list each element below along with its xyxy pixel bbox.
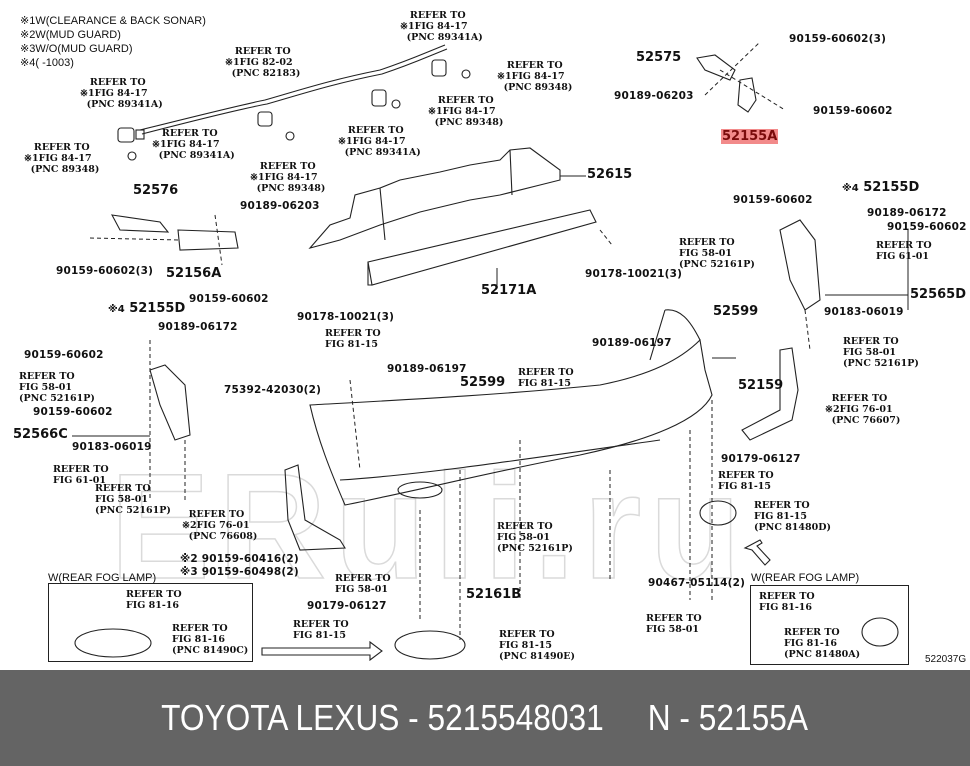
part-90159-60498-2[interactable]: ※3 90159-60498(2): [180, 566, 299, 578]
left-fog-lamp-box: [48, 583, 253, 662]
part-90159-60602-l2[interactable]: 90159-60602: [33, 406, 113, 418]
ref-fig-81-15-center2[interactable]: REFER TO FIG 81-15: [518, 367, 574, 389]
ref-fig-58-01-left[interactable]: REFER TO FIG 58-01 (PNC 52161P): [19, 371, 95, 404]
part-90189-06203-top[interactable]: 90189-06203: [614, 90, 694, 102]
left-box-title: W(REAR FOG LAMP): [48, 572, 157, 584]
ref-fig-58-01-bottom[interactable]: REFER TO FIG 58-01: [335, 573, 391, 595]
legend-note-3: ※3W/O(MUD GUARD): [20, 43, 133, 55]
ref-fig-61-01-left[interactable]: REFER TO FIG 61-01: [53, 464, 109, 486]
part-52575[interactable]: 52575: [636, 50, 682, 65]
part-52566c[interactable]: 52566C: [13, 427, 68, 442]
ref-fig-81-15-center[interactable]: REFER TO FIG 81-15: [325, 328, 381, 350]
part-90179-06127-right[interactable]: 90179-06127: [721, 453, 801, 465]
ref-fig-81-15-right[interactable]: REFER TO FIG 81-15: [718, 470, 774, 492]
part-90159-60602-top[interactable]: 90159-60602: [813, 105, 893, 117]
legend-note-1: ※1W(CLEARANCE & BACK SONAR): [20, 15, 206, 27]
part-52599-right[interactable]: 52599: [713, 304, 759, 319]
ref-fig-84-17-89341a-left[interactable]: REFER TO ※1FIG 84-17 (PNC 89341A): [80, 77, 163, 110]
ref-fig-84-17-89341a-center[interactable]: REFER TO ※1FIG 84-17 (PNC 89341A): [152, 128, 235, 161]
ref-fig-76-01-left[interactable]: REFER TO ※2FIG 76-01 (PNC 76608): [182, 509, 258, 542]
ref-fig-58-01-right2[interactable]: REFER TO FIG 58-01 (PNC 52161P): [843, 336, 919, 369]
part-90183-06019-l[interactable]: 90183-06019: [72, 441, 152, 453]
part-90159-60602-r1[interactable]: 90159-60602: [733, 194, 813, 206]
parts-diagram: ERuli.ru: [13, 10, 967, 665]
part-90159-60602-left[interactable]: 90159-60602: [189, 293, 269, 305]
part-90159-60602-3-left[interactable]: 90159-60602(3): [56, 265, 154, 277]
ref-fig-81-15-lamp-81480d[interactable]: REFER TO FIG 81-15 (PNC 81480D): [754, 500, 831, 533]
footer-banner: TOYOTA LEXUS - 5215548031 N - 52155A: [0, 670, 970, 766]
ref-fig-81-16-right1[interactable]: REFER TO FIG 81-16: [759, 591, 815, 613]
ref-fig-58-01-left2[interactable]: REFER TO FIG 58-01 (PNC 52161P): [95, 483, 171, 516]
part-52565d[interactable]: 52565D: [910, 287, 967, 302]
part-90189-06172-l[interactable]: 90189-06172: [158, 321, 238, 333]
legend-note-4: ※4( -1003): [20, 57, 74, 69]
ref-fig-58-01-right[interactable]: REFER TO FIG 58-01 (PNC 52161P): [679, 237, 755, 270]
part-52576[interactable]: 52576: [133, 183, 179, 198]
diagram-artwork: [72, 41, 909, 662]
ref-fig-81-16-right2-81480a[interactable]: REFER TO FIG 81-16 (PNC 81480A): [784, 627, 861, 660]
ref-fig-84-17-89348-mid[interactable]: REFER TO ※1FIG 84-17 (PNC 89348): [428, 95, 504, 128]
ref-fig-84-17-89348-left[interactable]: REFER TO ※1FIG 84-17 (PNC 89348): [24, 142, 100, 175]
part-52599-center[interactable]: 52599: [460, 375, 506, 390]
ref-fig-81-16-left1[interactable]: REFER TO FIG 81-16: [126, 589, 182, 611]
ref-fig-76-01-right[interactable]: REFER TO ※2FIG 76-01 (PNC 76607): [825, 393, 901, 426]
part-90178-10021-3-right[interactable]: 90178-10021(3): [585, 268, 683, 280]
illustration-code: 522037G: [925, 654, 967, 665]
part-52155d-left[interactable]: ※4 52155D: [108, 301, 186, 316]
ref-fig-84-17-89348-top[interactable]: REFER TO ※1FIG 84-17 (PNC 89348): [497, 60, 573, 93]
right-fog-lamp-box: [750, 585, 909, 665]
right-box-title: W(REAR FOG LAMP): [751, 572, 860, 584]
part-90159-60602-l1[interactable]: 90159-60602: [24, 349, 104, 361]
part-52171a[interactable]: 52171A: [481, 283, 537, 298]
part-52155a-highlighted[interactable]: 52155A: [721, 129, 779, 144]
ref-fig-82-02[interactable]: REFER TO ※1FIG 82-02 (PNC 82183): [225, 46, 301, 79]
part-90189-06197-right[interactable]: 90189-06197: [592, 337, 672, 349]
watermark: ERuli.ru: [109, 441, 750, 611]
part-90178-10021-3-center[interactable]: 90178-10021(3): [297, 311, 395, 323]
part-52155d-right[interactable]: ※4 52155D: [842, 180, 920, 195]
ref-fig-81-16-left2-81490c[interactable]: REFER TO FIG 81-16 (PNC 81490C): [172, 623, 249, 656]
part-90183-06019-r[interactable]: 90183-06019: [824, 306, 904, 318]
ref-fig-81-15-81490e[interactable]: REFER TO FIG 81-15 (PNC 81490E): [499, 629, 575, 662]
ref-fig-84-17-89348-center[interactable]: REFER TO ※1FIG 84-17 (PNC 89348): [250, 161, 326, 194]
part-52161b[interactable]: 52161B: [466, 587, 522, 602]
part-90159-60602-3-top[interactable]: 90159-60602(3): [789, 33, 887, 45]
part-90467-05114-2[interactable]: 90467-05114(2): [648, 577, 746, 589]
ref-fig-58-01-br[interactable]: REFER TO FIG 58-01: [646, 613, 702, 635]
part-number-caption: TOYOTA LEXUS - 5215548031 N - 52155A: [161, 697, 809, 738]
part-90189-06197-center[interactable]: 90189-06197: [387, 363, 467, 375]
ref-fig-81-15-bottom[interactable]: REFER TO FIG 81-15: [293, 619, 349, 641]
part-90189-06172-r[interactable]: 90189-06172: [867, 207, 947, 219]
part-90189-06203-left[interactable]: 90189-06203: [240, 200, 320, 212]
part-75392-42030-2[interactable]: 75392-42030(2): [224, 384, 322, 396]
ref-fig-58-01-center[interactable]: REFER TO FIG 58-01 (PNC 52161P): [497, 521, 573, 554]
part-52615[interactable]: 52615: [587, 167, 633, 182]
ref-fig-61-01-right[interactable]: REFER TO FIG 61-01: [876, 240, 932, 262]
legend-note-2: ※2W(MUD GUARD): [20, 29, 121, 41]
ref-fig-84-17-89341a-top[interactable]: REFER TO ※1FIG 84-17 (PNC 89341A): [400, 10, 483, 43]
part-52156a[interactable]: 52156A: [166, 266, 222, 281]
part-90159-60602-r2[interactable]: 90159-60602: [887, 221, 967, 233]
ref-fig-84-17-89341a-mid[interactable]: REFER TO ※1FIG 84-17 (PNC 89341A): [338, 125, 421, 158]
part-90179-06127-center[interactable]: 90179-06127: [307, 600, 387, 612]
part-52159[interactable]: 52159: [738, 378, 784, 393]
part-90159-60416-2[interactable]: ※2 90159-60416(2): [180, 553, 299, 565]
